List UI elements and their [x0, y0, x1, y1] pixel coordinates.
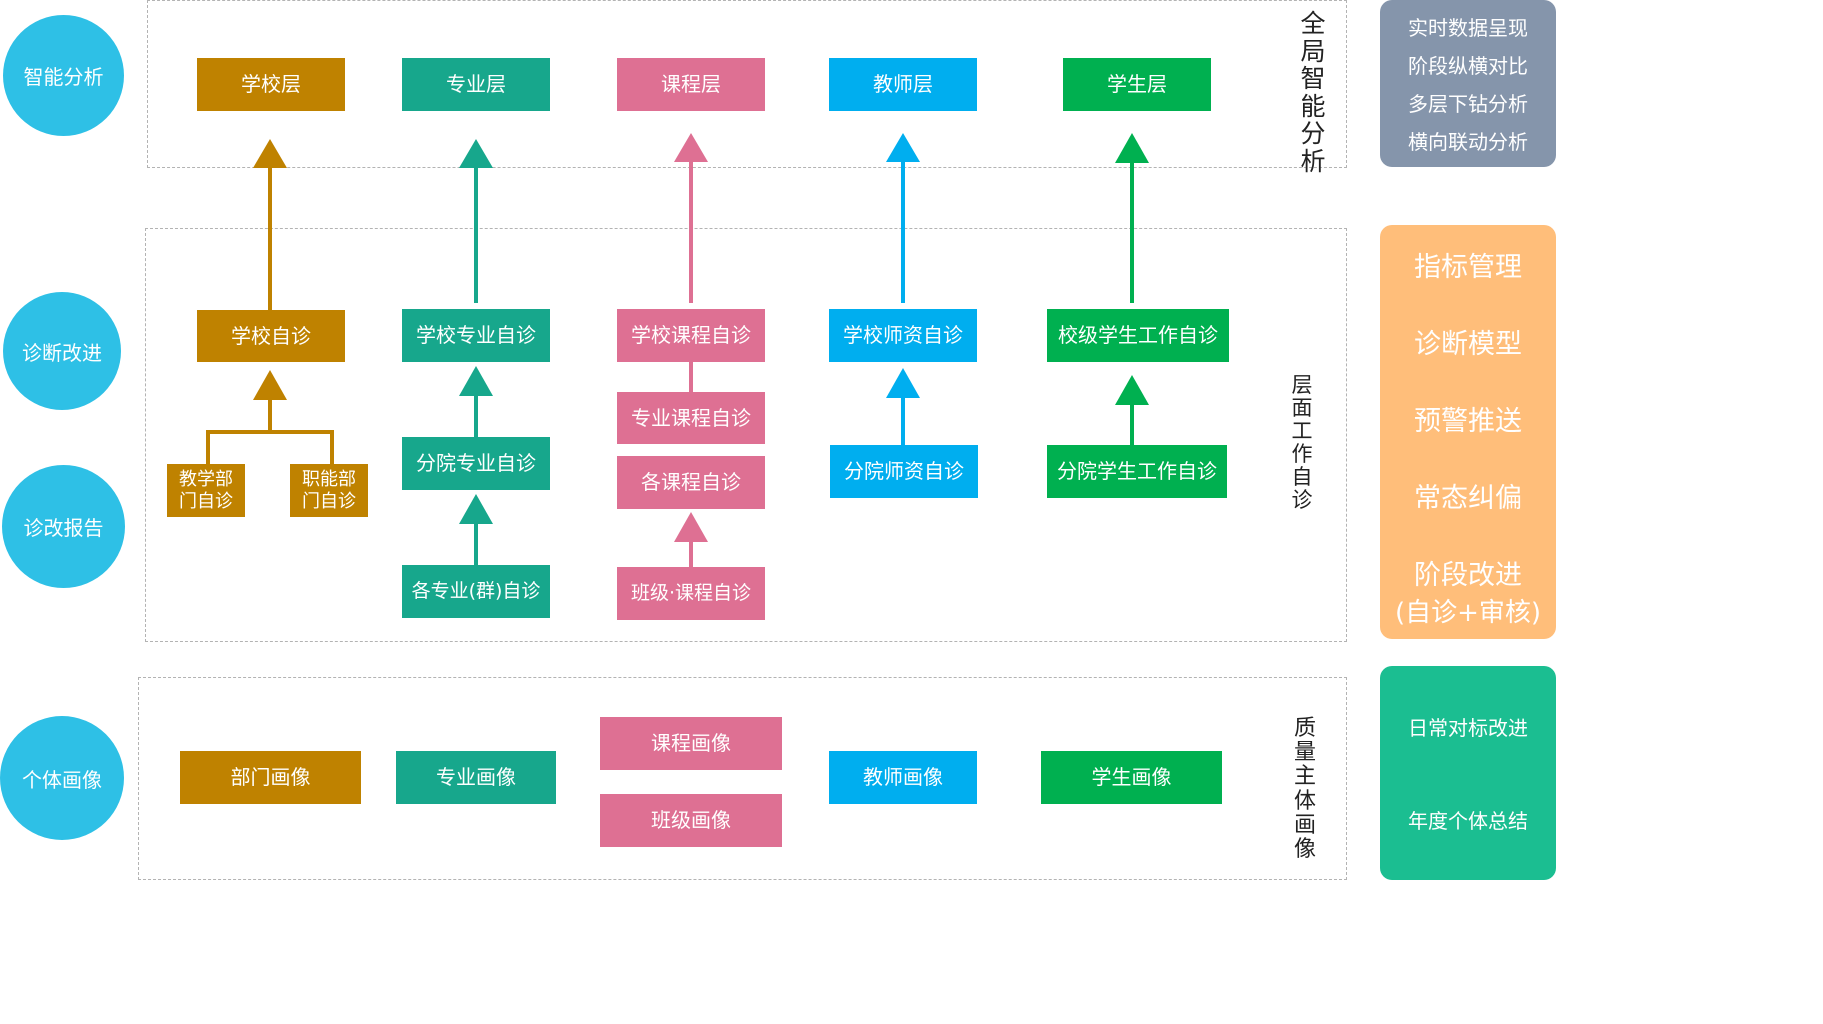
- teaching-dept-self-diagnosis-box: 教学部门自诊: [167, 464, 245, 517]
- course-layer-box: 课程层: [617, 58, 765, 111]
- each-course-self-diagnosis-box: 各课程自诊: [617, 456, 765, 509]
- panel-item-drilldown: 多层下钻分析: [1408, 91, 1528, 116]
- panel-item-model: 诊断模型: [1414, 329, 1522, 360]
- panel-item-linkage: 横向联动分析: [1408, 129, 1528, 154]
- individual-portrait-circle: 个体画像: [0, 716, 124, 840]
- student-portrait-box: 学生画像: [1041, 751, 1222, 804]
- global-analysis-frame: [147, 0, 1347, 168]
- panel-item-indicator: 指标管理: [1414, 252, 1522, 283]
- school-student-work-self-diagnosis-box: 校级学生工作自诊: [1047, 309, 1229, 362]
- teacher-layer-box: 教师层: [829, 58, 977, 111]
- diagnosis-features-panel: 指标管理 诊断模型 预警推送 常态纠偏 阶段改进 (自诊+审核): [1380, 225, 1556, 639]
- each-major-self-diagnosis-box: 各专业(群)自诊: [402, 565, 550, 618]
- school-arrows: [206, 139, 334, 464]
- quality-portrait-frame: [138, 677, 1347, 880]
- diagnose-report-circle: 诊改报告: [2, 465, 125, 588]
- class-portrait-box: 班级画像: [600, 794, 782, 847]
- course-arrows: [674, 133, 708, 567]
- major-layer-box: 专业层: [402, 58, 550, 111]
- function-dept-self-diagnosis-box: 职能部门自诊: [290, 464, 368, 517]
- student-layer-box: 学生层: [1063, 58, 1211, 111]
- school-layer-box: 学校层: [197, 58, 345, 111]
- school-course-self-diagnosis-box: 学校课程自诊: [617, 309, 765, 362]
- teacher-portrait-box: 教师画像: [829, 751, 977, 804]
- panel-item-self-audit: (自诊+审核): [1394, 598, 1542, 628]
- major-course-self-diagnosis-box: 专业课程自诊: [617, 392, 765, 444]
- teacher-arrows: [886, 133, 920, 445]
- major-portrait-box: 专业画像: [396, 751, 556, 804]
- panel-item-realtime: 实时数据呈现: [1408, 16, 1528, 41]
- branch-student-work-self-diagnosis-box: 分院学生工作自诊: [1047, 445, 1227, 498]
- course-portrait-box: 课程画像: [600, 717, 782, 770]
- school-self-diagnosis-box: 学校自诊: [197, 310, 345, 362]
- class-course-self-diagnosis-box: 班级·课程自诊: [617, 567, 765, 620]
- school-teacher-self-diagnosis-box: 学校师资自诊: [829, 309, 977, 362]
- quality-portrait-label: 质量主体画像: [1293, 716, 1316, 862]
- global-analysis-label: 全局智能分析: [1300, 9, 1326, 176]
- branch-major-self-diagnosis-box: 分院专业自诊: [402, 437, 550, 490]
- major-arrows: [459, 139, 493, 565]
- diagnose-improve-circle: 诊断改进: [3, 292, 121, 410]
- panel-item-correction: 常态纠偏: [1414, 483, 1522, 514]
- analysis-features-panel: 实时数据呈现 阶段纵横对比 多层下钻分析 横向联动分析: [1380, 0, 1556, 167]
- student-arrows: [1115, 133, 1149, 445]
- level-self-diagnosis-label: 层面工作自诊: [1291, 373, 1313, 513]
- panel-item-stage-improve: 阶段改进: [1414, 560, 1522, 591]
- level-self-diagnosis-frame: [145, 228, 1347, 642]
- panel-item-daily-benchmark: 日常对标改进: [1408, 716, 1528, 740]
- portrait-features-panel: 日常对标改进 年度个体总结: [1380, 666, 1556, 880]
- smart-analysis-circle: 智能分析: [3, 15, 124, 136]
- panel-item-annual-summary: 年度个体总结: [1408, 809, 1528, 833]
- branch-teacher-self-diagnosis-box: 分院师资自诊: [830, 445, 978, 498]
- panel-item-stage-compare: 阶段纵横对比: [1408, 54, 1528, 79]
- panel-item-warning: 预警推送: [1414, 406, 1522, 437]
- school-major-self-diagnosis-box: 学校专业自诊: [402, 309, 550, 362]
- dept-portrait-box: 部门画像: [180, 751, 361, 804]
